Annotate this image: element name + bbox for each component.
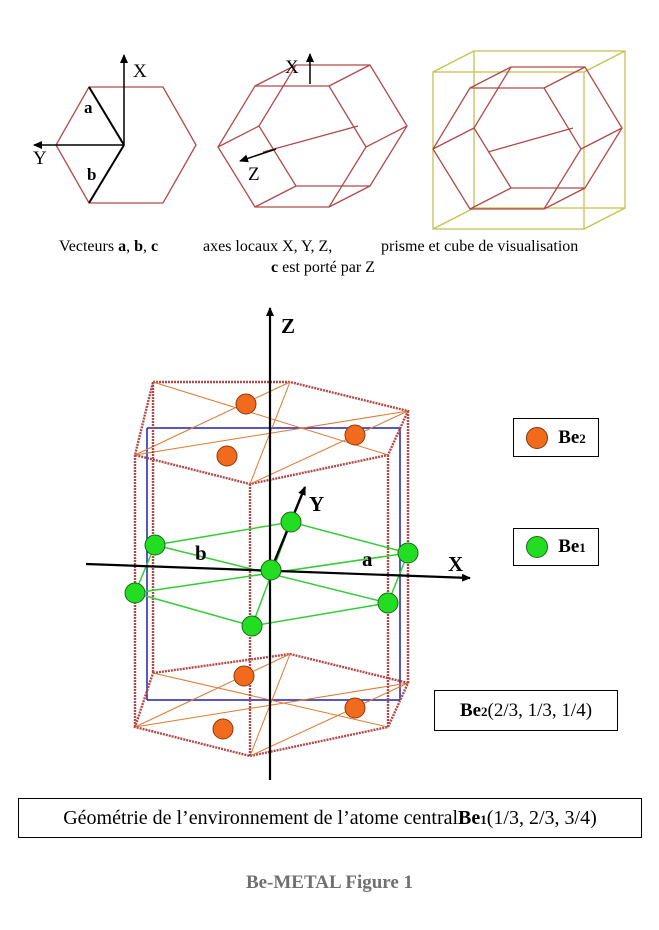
local-z-arrow	[239, 148, 277, 163]
be1-atom-central	[260, 559, 282, 581]
be1-atom	[241, 615, 263, 637]
figure-title: Be-METAL Figure 1	[245, 872, 414, 893]
be2-atom	[344, 424, 366, 446]
vector-a-line	[88, 86, 125, 146]
axis-y-label: Y	[33, 148, 47, 169]
geometry-title-atom: Be1	[458, 806, 487, 829]
main-vector-b-label: b	[195, 541, 207, 565]
panel-local-axes	[217, 64, 408, 208]
main-axis-x-label: X	[448, 552, 463, 576]
local-z-label: Z	[248, 164, 260, 185]
be1-atom	[377, 592, 399, 614]
caption-c-along-z: c est porté par Z	[271, 259, 375, 276]
caption-cube: prisme et cube de visualisation	[381, 238, 578, 255]
prism-in-cube	[432, 66, 623, 210]
caption-vectors: Vecteurs a, b, c	[59, 238, 158, 255]
legend-be1: Be1	[513, 528, 599, 566]
be2-coordinates-box: Be2 (2/3, 1/3, 1/4)	[434, 690, 618, 731]
prism-back-face	[258, 64, 408, 187]
be1-atom	[280, 511, 302, 533]
be2-coord-atom: Be2	[459, 699, 488, 721]
main-axes: Z X Y a b	[85, 307, 471, 780]
caption-local-axes: axes locaux X, Y, Z,	[203, 238, 332, 255]
c-axis-line	[262, 125, 359, 153]
local-x-label: X	[285, 57, 299, 78]
be2-atom	[233, 665, 255, 687]
be1-legend-dot	[526, 536, 549, 558]
be2-legend-label: Be2	[558, 426, 586, 448]
vector-b-label: b	[87, 165, 96, 184]
legend-be2: Be2	[513, 418, 599, 457]
be1-atom	[397, 542, 419, 564]
be1-atoms	[124, 511, 419, 637]
geometry-title-prefix: Géométrie de l’environnement de l’atome …	[63, 806, 459, 829]
be1-legend-label: Be1	[558, 536, 586, 557]
be2-legend-dot	[526, 426, 549, 449]
axis-x-label: X	[133, 61, 147, 82]
panel-vectors: X Y a b	[33, 54, 197, 204]
be2-coord-values: (2/3, 1/3, 1/4)	[487, 699, 593, 721]
be2-atom	[235, 393, 257, 415]
main-axis-y-label: Y	[309, 492, 324, 516]
main-axis-z-label: Z	[281, 314, 295, 338]
panel-local-axes-labels: X Z	[239, 53, 314, 185]
be1-atom	[124, 582, 146, 604]
prism-bottom-diagonals	[134, 653, 409, 757]
geometry-title-box: Géométrie de l’environnement de l’atome …	[18, 798, 642, 838]
be2-atom	[212, 718, 234, 740]
vector-a-label: a	[84, 98, 93, 117]
be2-atoms	[212, 393, 366, 740]
be2-atom	[216, 445, 238, 467]
geometry-title-coords: (1/3, 2/3, 3/4)	[486, 806, 597, 829]
prism-front-face	[217, 85, 367, 208]
main-vector-a-label: a	[362, 547, 373, 571]
panel-cube	[432, 50, 626, 230]
be2-atom	[344, 697, 366, 719]
vector-b-line	[88, 144, 125, 204]
be1-atom	[144, 534, 166, 556]
prism-top-diagonals	[134, 381, 409, 485]
